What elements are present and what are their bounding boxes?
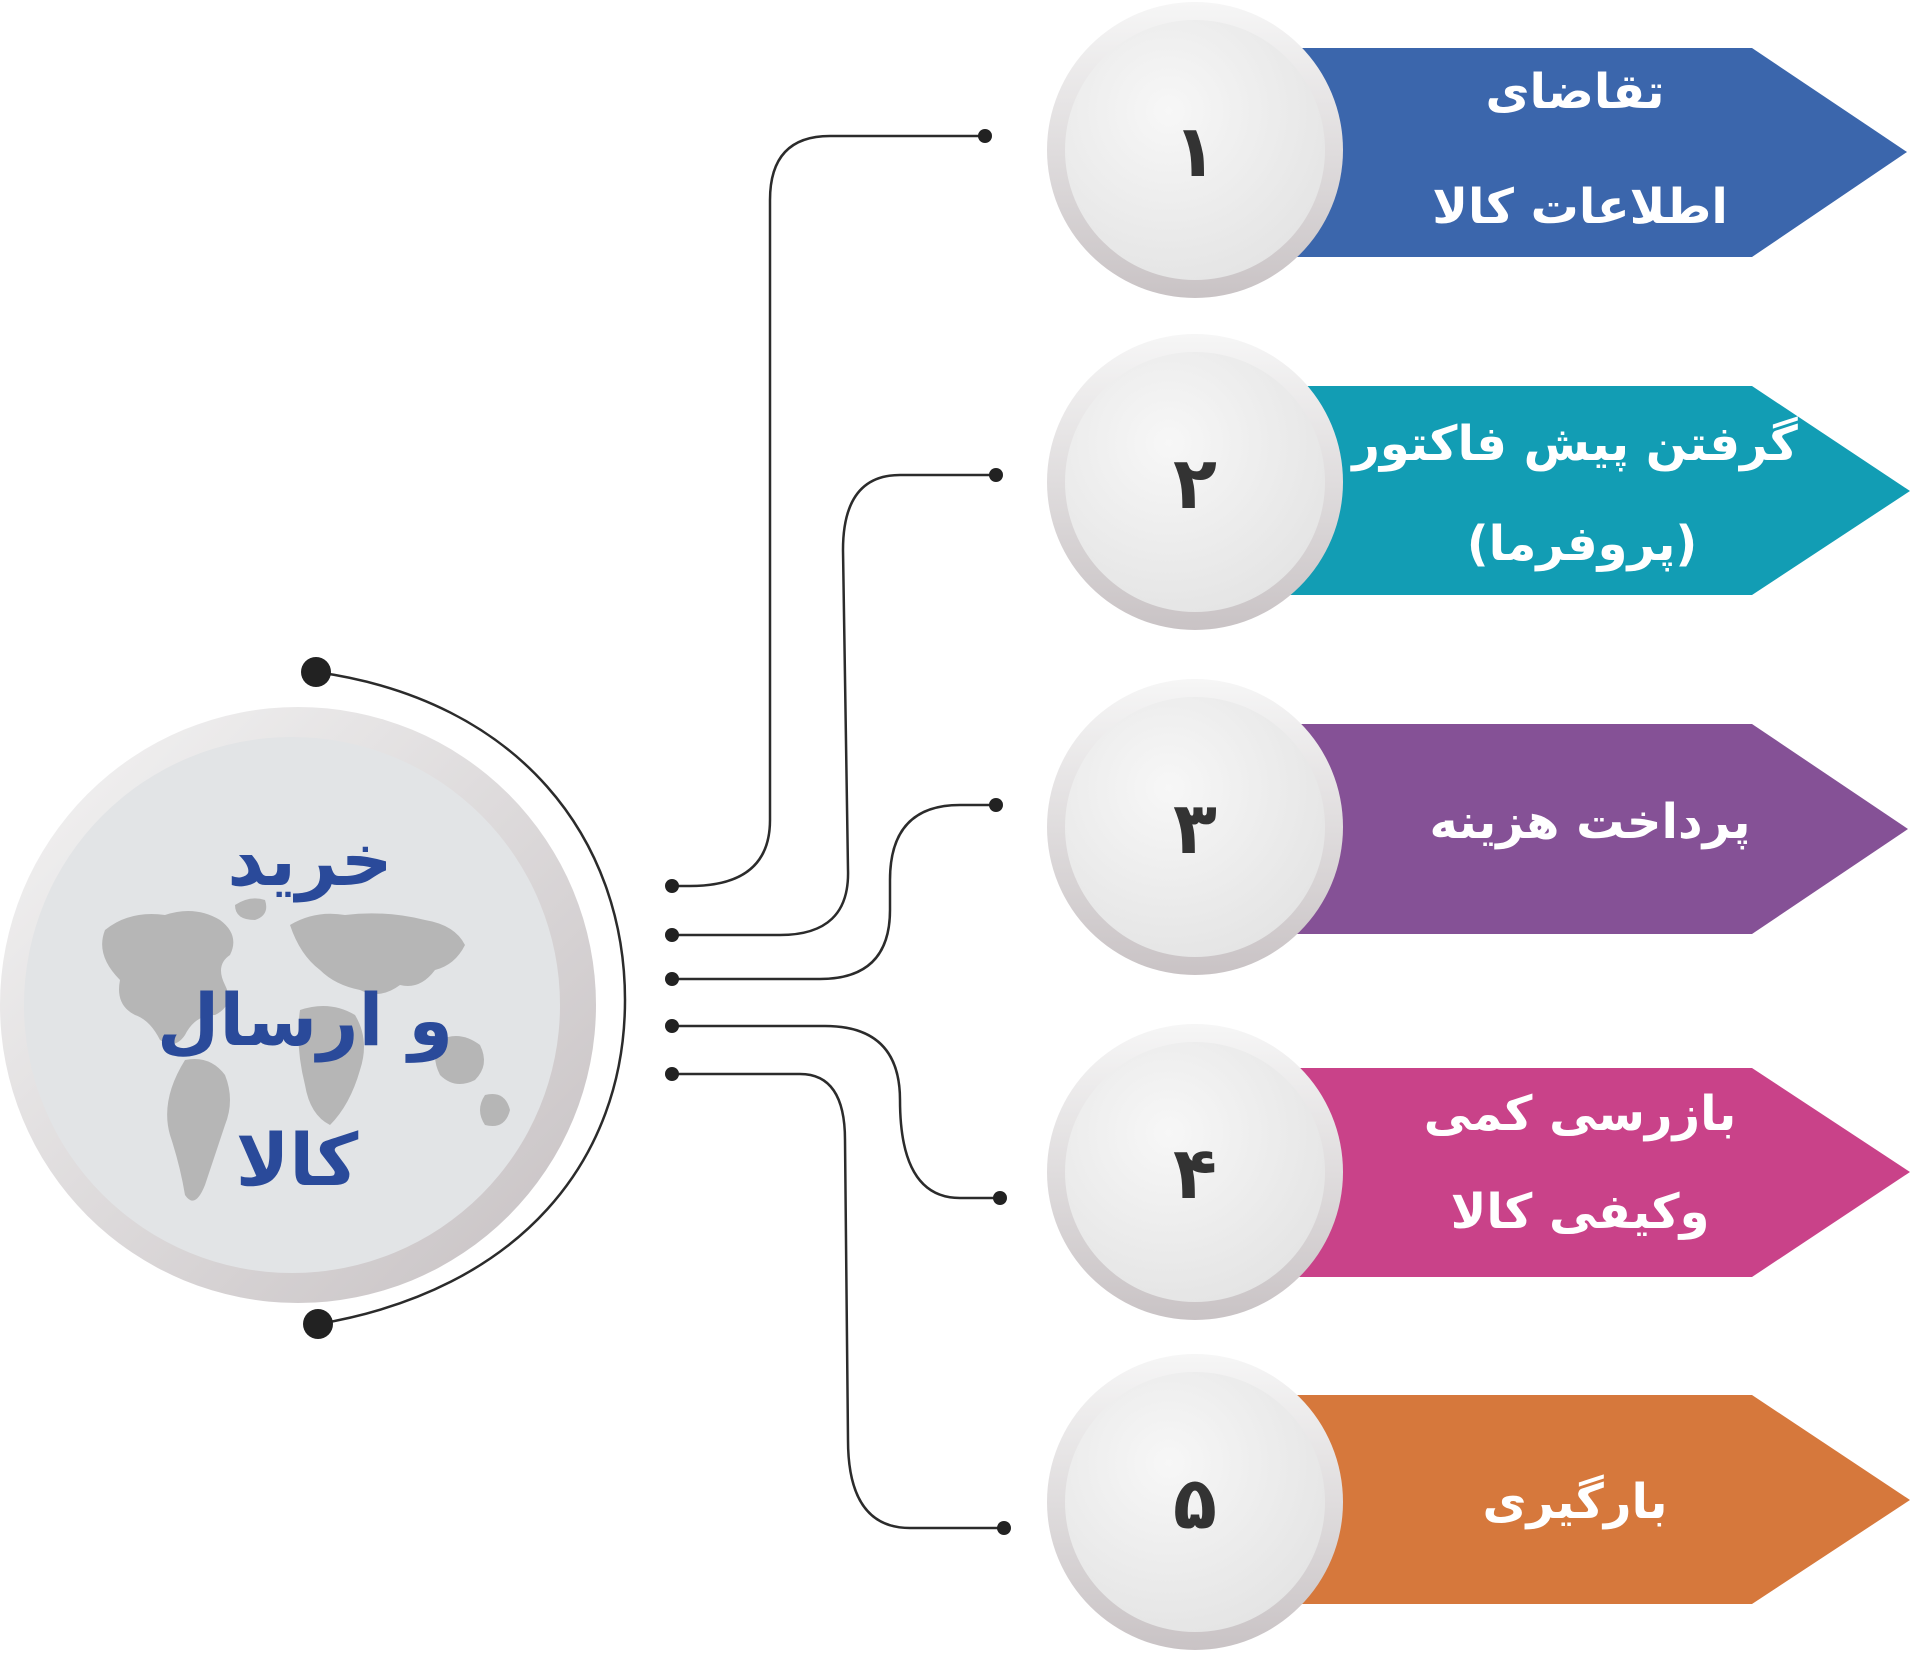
step-3-number: ۳ bbox=[1173, 786, 1217, 870]
hub-title-line-3: کالا bbox=[236, 1118, 359, 1202]
hub-title-line-2: و ارسال bbox=[157, 978, 453, 1063]
arc-top-dot bbox=[301, 657, 331, 687]
step-5-banner bbox=[1240, 1395, 1910, 1604]
step-1: ۱ تقاضای اطلاعات کالا bbox=[1047, 2, 1907, 298]
step-5-number: ۵ bbox=[1173, 1461, 1217, 1545]
step-5: ۵ بارگیری bbox=[1047, 1354, 1910, 1650]
step-4-label-line-1: بازرسی کمی bbox=[1424, 1086, 1736, 1142]
step-3-banner bbox=[1240, 724, 1908, 934]
connectors bbox=[665, 129, 1011, 1535]
hub-node: خرید و ارسال کالا bbox=[0, 707, 596, 1303]
step-2: ۲ گرفتن پیش فاکتور (پروفرما) bbox=[1047, 334, 1910, 630]
step-2-banner bbox=[1240, 386, 1910, 595]
step-4-banner bbox=[1240, 1068, 1910, 1277]
step-2-label-line-2: (پروفرما) bbox=[1467, 516, 1698, 572]
hub-title-line-1: خرید bbox=[227, 818, 392, 903]
step-2-number: ۲ bbox=[1173, 441, 1217, 525]
step-1-label-line-1: تقاضای bbox=[1486, 64, 1665, 120]
arc-bottom-dot bbox=[303, 1309, 333, 1339]
step-5-label-line-1: بارگیری bbox=[1482, 1474, 1667, 1530]
step-1-number: ۱ bbox=[1173, 109, 1217, 193]
step-4: ۴ بازرسی کمی وکیفی کالا bbox=[1047, 1024, 1910, 1320]
hub-arc bbox=[315, 670, 627, 1326]
step-1-label-line-2: اطلاعات کالا bbox=[1432, 179, 1728, 235]
step-1-banner bbox=[1240, 48, 1907, 257]
world-map-icon bbox=[102, 898, 510, 1201]
step-2-label-line-1: گرفتن پیش فاکتور bbox=[1350, 416, 1798, 472]
step-4-label-line-2: وکیفی کالا bbox=[1451, 1184, 1710, 1240]
step-4-number: ۴ bbox=[1173, 1131, 1217, 1215]
step-3: ۳ پرداخت هزینه bbox=[1047, 679, 1908, 975]
step-3-label-line-1: پرداخت هزینه bbox=[1430, 794, 1751, 850]
